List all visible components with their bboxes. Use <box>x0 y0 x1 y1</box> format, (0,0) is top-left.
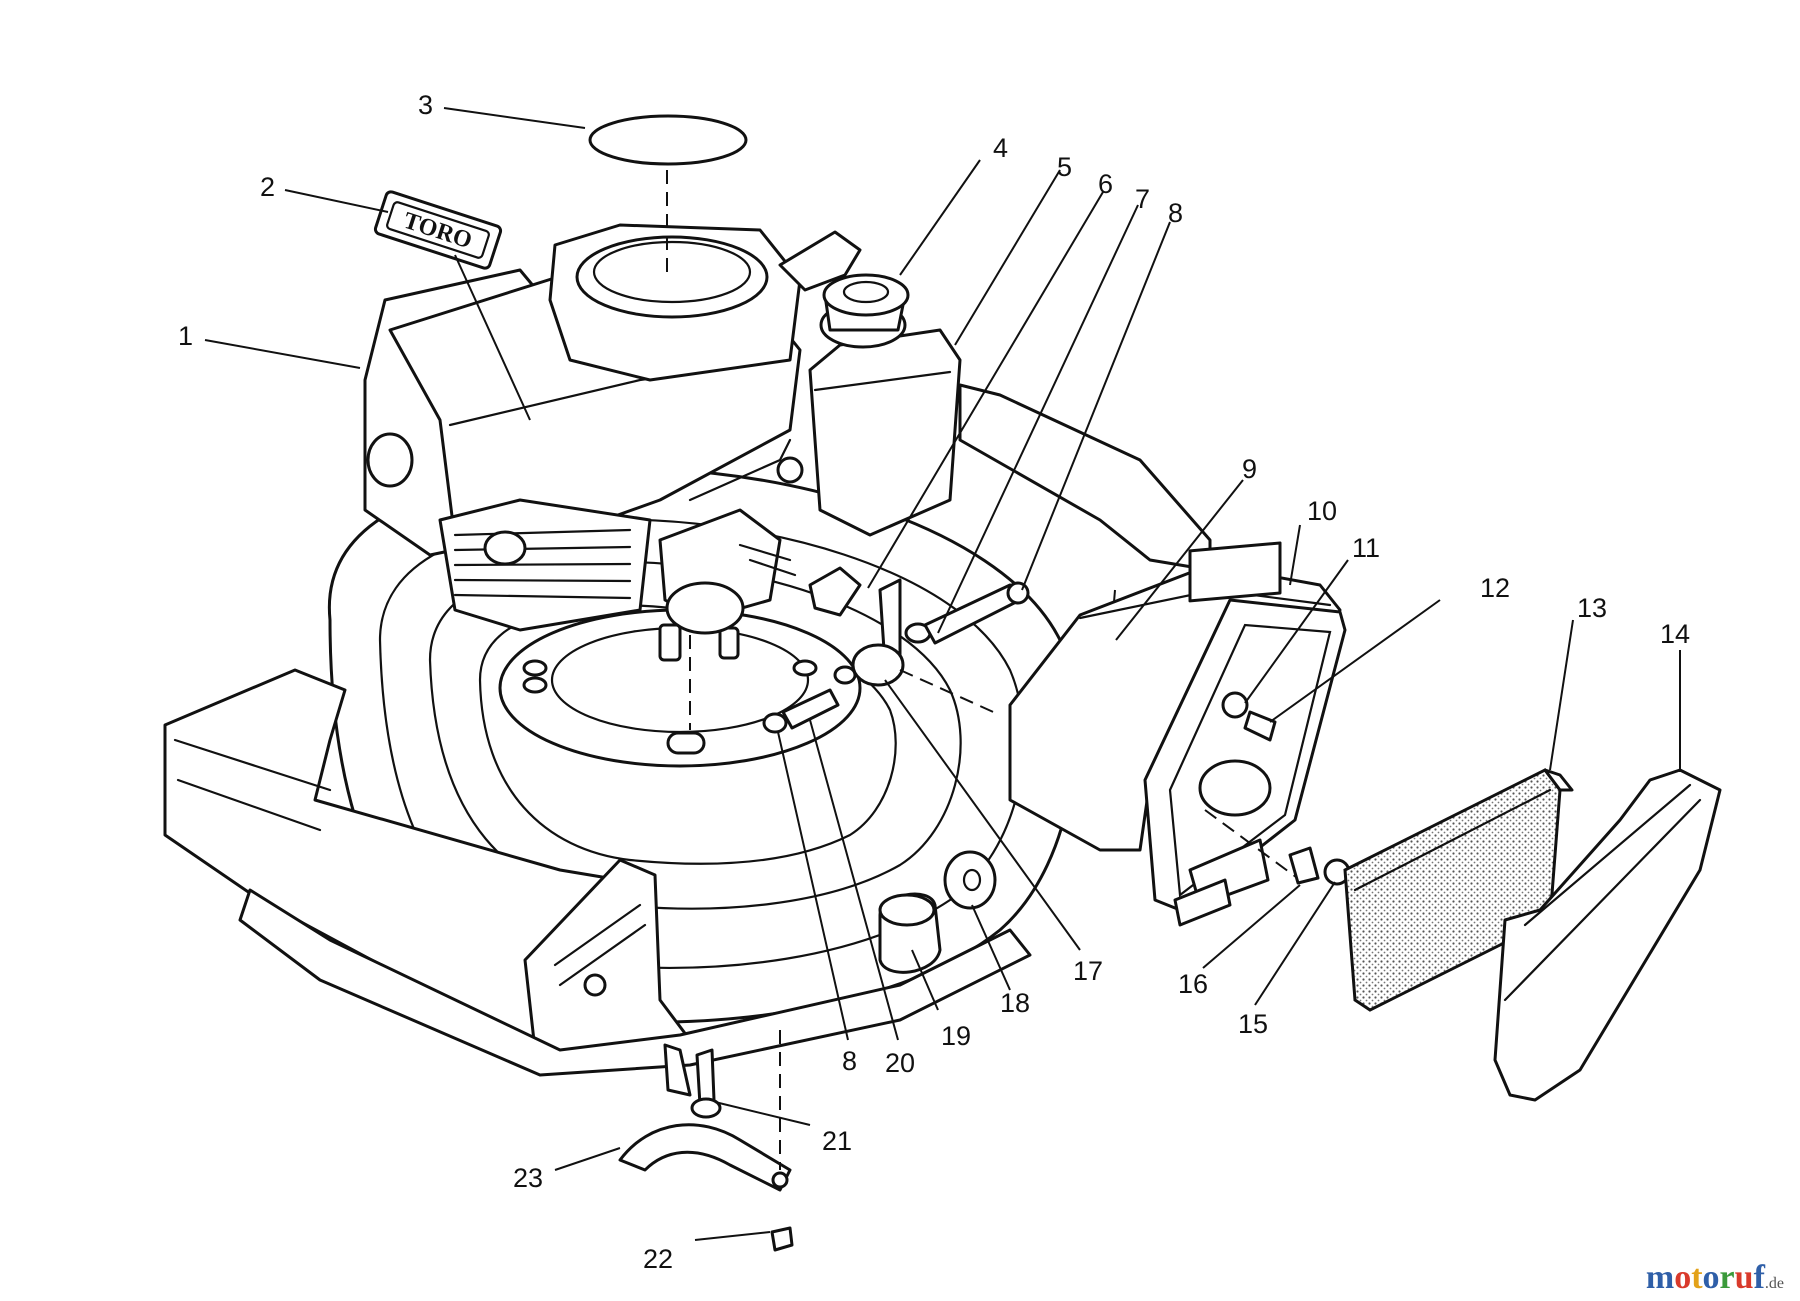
watermark-letter: f <box>1753 1259 1765 1296</box>
leader-2 <box>284 189 389 213</box>
breather-elbow <box>851 643 905 687</box>
callout-13: 13 <box>1577 593 1607 623</box>
callout-17: 17 <box>1073 956 1103 986</box>
leader-17 <box>884 679 1081 951</box>
callout-3: 3 <box>418 90 433 120</box>
recoil-top-opening <box>575 235 769 319</box>
screw-shank <box>1243 710 1277 742</box>
leader-20 <box>809 719 899 1041</box>
leader-9 <box>1115 479 1244 641</box>
leader-5 <box>954 169 1061 346</box>
site-watermark: motoruf.de <box>1646 1259 1784 1297</box>
leader-21 <box>714 1101 811 1126</box>
fuel-tank <box>808 273 962 537</box>
callout-4: 4 <box>993 133 1008 163</box>
leader-13 <box>1549 619 1574 771</box>
leader-lines <box>204 107 1681 1241</box>
callout-labels: 1 2 3 4 5 6 7 8 9 10 11 12 13 14 15 16 1… <box>178 90 1690 1274</box>
engine-assembly <box>363 223 862 662</box>
callout-11: 11 <box>1352 533 1380 563</box>
leader-6 <box>867 191 1104 589</box>
callout-2: 2 <box>260 172 275 202</box>
watermark-letter: m <box>1645 1259 1675 1296</box>
callout-23: 23 <box>513 1163 543 1193</box>
deck-bolt-slot <box>666 731 706 755</box>
callout-14: 14 <box>1660 619 1690 649</box>
callout-12: 12 <box>1480 573 1510 603</box>
starter-handle <box>778 230 862 292</box>
watermark-letter: o <box>1674 1259 1692 1296</box>
callout-1: 1 <box>178 321 193 351</box>
callout-18: 18 <box>1000 988 1030 1018</box>
fuel-tank-body <box>808 328 962 537</box>
callout-21: 21 <box>822 1126 852 1156</box>
callout-7: 7 <box>1135 184 1150 214</box>
leader-19 <box>911 949 939 1011</box>
leader-18 <box>971 904 1011 991</box>
callout-19: 19 <box>941 1021 971 1051</box>
bracket-bolt <box>770 1226 794 1252</box>
callout-8-lower: 8 <box>842 1046 857 1076</box>
leader-12 <box>1269 599 1441 723</box>
callout-5: 5 <box>1057 152 1072 182</box>
callout-8-upper: 8 <box>1168 198 1183 228</box>
deck-skirt <box>238 888 1032 1077</box>
air-cleaner-window <box>1188 541 1282 603</box>
leader-23 <box>554 1147 621 1171</box>
spacer <box>1288 846 1320 885</box>
bracket-stud <box>695 1048 716 1107</box>
air-cleaner-frame <box>1143 598 1347 912</box>
carburetor <box>658 508 797 662</box>
recoil-decal <box>588 114 748 166</box>
leader-10 <box>1289 524 1301 586</box>
baffle-bracket <box>618 1123 792 1192</box>
callout-6: 6 <box>1098 169 1113 199</box>
leader-1 <box>204 339 361 369</box>
bracket-bolt-hole <box>583 973 607 997</box>
watermark-suffix: .de <box>1764 1275 1784 1292</box>
watermark-letter: o <box>1702 1259 1720 1296</box>
deck-rear-rail <box>958 383 1212 572</box>
hose-clamp-upper-right <box>1006 581 1030 605</box>
breather-tube-lower <box>781 688 840 730</box>
leader-7 <box>937 204 1139 634</box>
leader-4 <box>899 159 981 276</box>
callout-22: 22 <box>643 1244 673 1274</box>
watermark-letter: u <box>1734 1259 1754 1296</box>
air-cleaner-body <box>1008 541 1347 927</box>
leader-15 <box>1254 881 1336 1006</box>
leader-8-lower <box>777 731 849 1041</box>
hose-clamp-lower <box>762 712 788 734</box>
spark-plug <box>483 530 527 566</box>
leader-11 <box>1244 559 1349 704</box>
callout-10: 10 <box>1307 496 1337 526</box>
throttle-linkage <box>688 438 792 502</box>
callout-20: 20 <box>885 1048 915 1078</box>
leader-22 <box>694 1231 771 1241</box>
grommet <box>943 850 997 910</box>
breather-gasket <box>808 566 862 617</box>
cylinder-fins <box>438 498 652 632</box>
brand-decal: TORO <box>373 190 503 270</box>
callout-15: 15 <box>1238 1009 1268 1039</box>
watermark-letter: r <box>1719 1259 1735 1296</box>
leader-8-upper <box>1021 221 1171 591</box>
screw-head <box>1221 691 1249 719</box>
choke-knob <box>366 432 414 488</box>
callout-9: 9 <box>1242 454 1257 484</box>
callout-16: 16 <box>1178 969 1208 999</box>
watermark-letter: t <box>1691 1259 1703 1296</box>
air-cleaner-cover <box>1493 768 1722 1102</box>
leader-3 <box>443 107 586 129</box>
leader-16 <box>1202 884 1301 969</box>
